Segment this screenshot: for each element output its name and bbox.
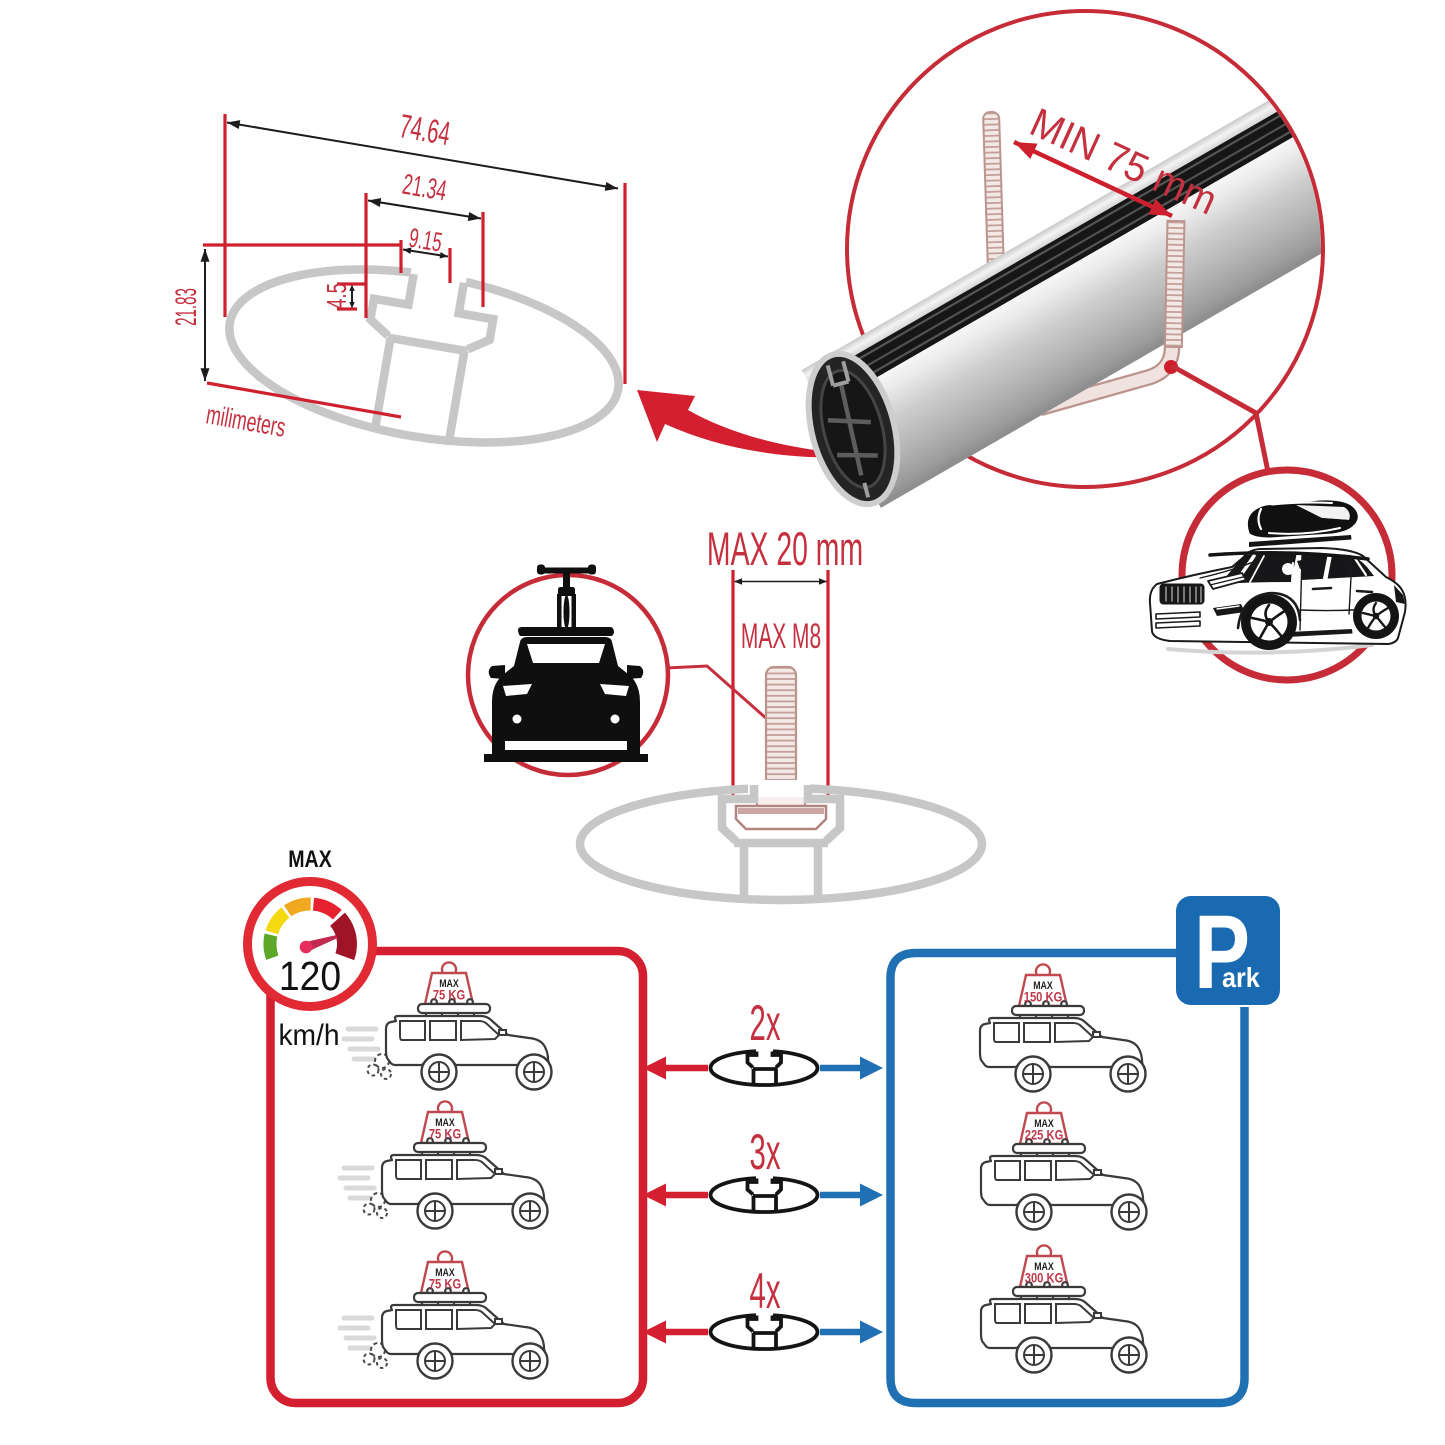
svg-text:3x: 3x	[750, 1123, 781, 1179]
svg-text:MAX: MAX	[435, 1267, 455, 1279]
svg-text:4.5: 4.5	[321, 283, 352, 309]
svg-text:2x: 2x	[750, 994, 781, 1050]
svg-text:75 KG: 75 KG	[429, 1126, 461, 1141]
svg-text:4x: 4x	[750, 1262, 781, 1318]
svg-text:9.15: 9.15	[407, 223, 444, 258]
svg-text:MAX M8: MAX M8	[741, 618, 821, 657]
svg-text:120: 120	[279, 955, 341, 1000]
svg-text:MAX: MAX	[435, 1117, 455, 1129]
svg-text:21.34: 21.34	[400, 168, 449, 207]
svg-text:75 KG: 75 KG	[433, 987, 465, 1002]
svg-text:21.83: 21.83	[170, 288, 204, 326]
svg-text:km/h: km/h	[278, 1019, 339, 1052]
svg-text:MAX: MAX	[439, 978, 459, 990]
svg-text:ark: ark	[1222, 962, 1260, 994]
svg-text:300 KG: 300 KG	[1025, 1270, 1064, 1285]
svg-text:MAX: MAX	[1033, 980, 1053, 992]
svg-text:MAX 20 mm: MAX 20 mm	[707, 523, 863, 576]
svg-text:225 KG: 225 KG	[1025, 1127, 1064, 1142]
svg-text:150 KG: 150 KG	[1024, 989, 1063, 1004]
svg-text:MAX: MAX	[1034, 1261, 1054, 1273]
svg-text:P: P	[1194, 894, 1250, 1011]
svg-text:74.64: 74.64	[397, 107, 453, 152]
svg-text:75 KG: 75 KG	[429, 1276, 461, 1291]
svg-text:MAX: MAX	[288, 845, 332, 873]
svg-text:MAX: MAX	[1034, 1118, 1054, 1130]
